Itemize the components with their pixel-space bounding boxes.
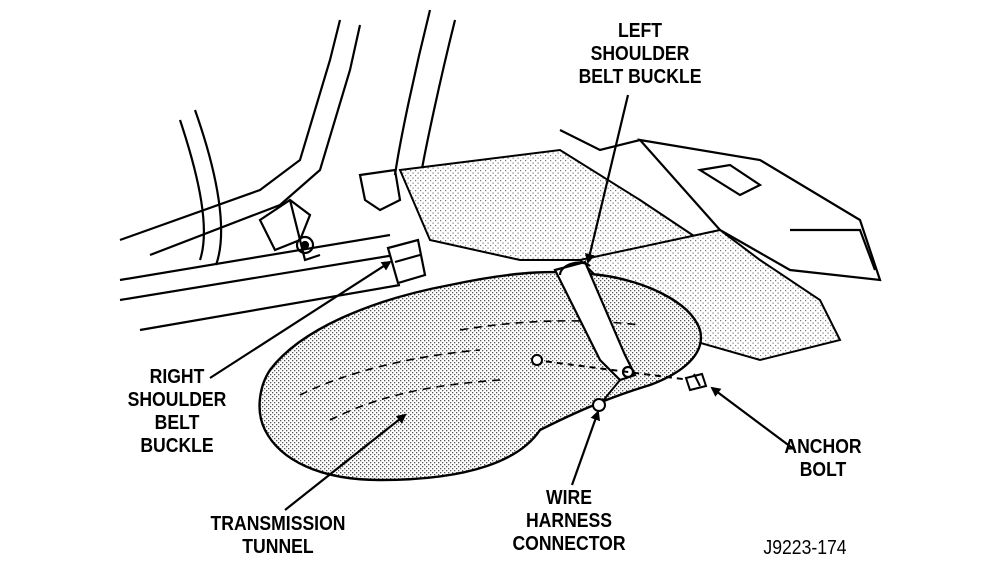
label-line: ANCHOR [784, 436, 862, 458]
label-line: TRANSMISSION [210, 513, 346, 535]
label-line: CONNECTOR [512, 533, 626, 555]
figure-id: J9223-174 [763, 537, 847, 559]
label-line: LEFT [618, 20, 662, 42]
label-line: BELT [154, 412, 200, 434]
label-line: BUCKLE [140, 435, 214, 457]
label-line: TUNNEL [242, 536, 314, 558]
anchor-bolt-label: ANCHOR BOLT [757, 436, 889, 482]
anchor-bolt-part [531, 354, 708, 392]
right-shoulder-belt-buckle-label: RIGHT SHOULDER BELT BUCKLE [102, 366, 252, 458]
leader-lines [209, 94, 796, 511]
label-line: BELT BUCKLE [578, 66, 702, 88]
label-line: BOLT [799, 459, 847, 481]
label-line: WIRE [546, 487, 592, 509]
wire-harness-connector-label: WIRE HARNESS CONNECTOR [494, 487, 644, 556]
label-line: SHOULDER [127, 389, 227, 411]
label-line: HARNESS [525, 510, 613, 532]
transmission-tunnel-label: TRANSMISSION TUNNEL [190, 513, 366, 559]
door-frame [119, 9, 457, 332]
label-line: SHOULDER [590, 43, 690, 65]
label-line: RIGHT [149, 366, 205, 388]
left-buckle-part [553, 260, 637, 382]
right-buckle-part [386, 238, 427, 285]
left-shoulder-belt-buckle-label: LEFT SHOULDER BELT BUCKLE [565, 20, 715, 89]
